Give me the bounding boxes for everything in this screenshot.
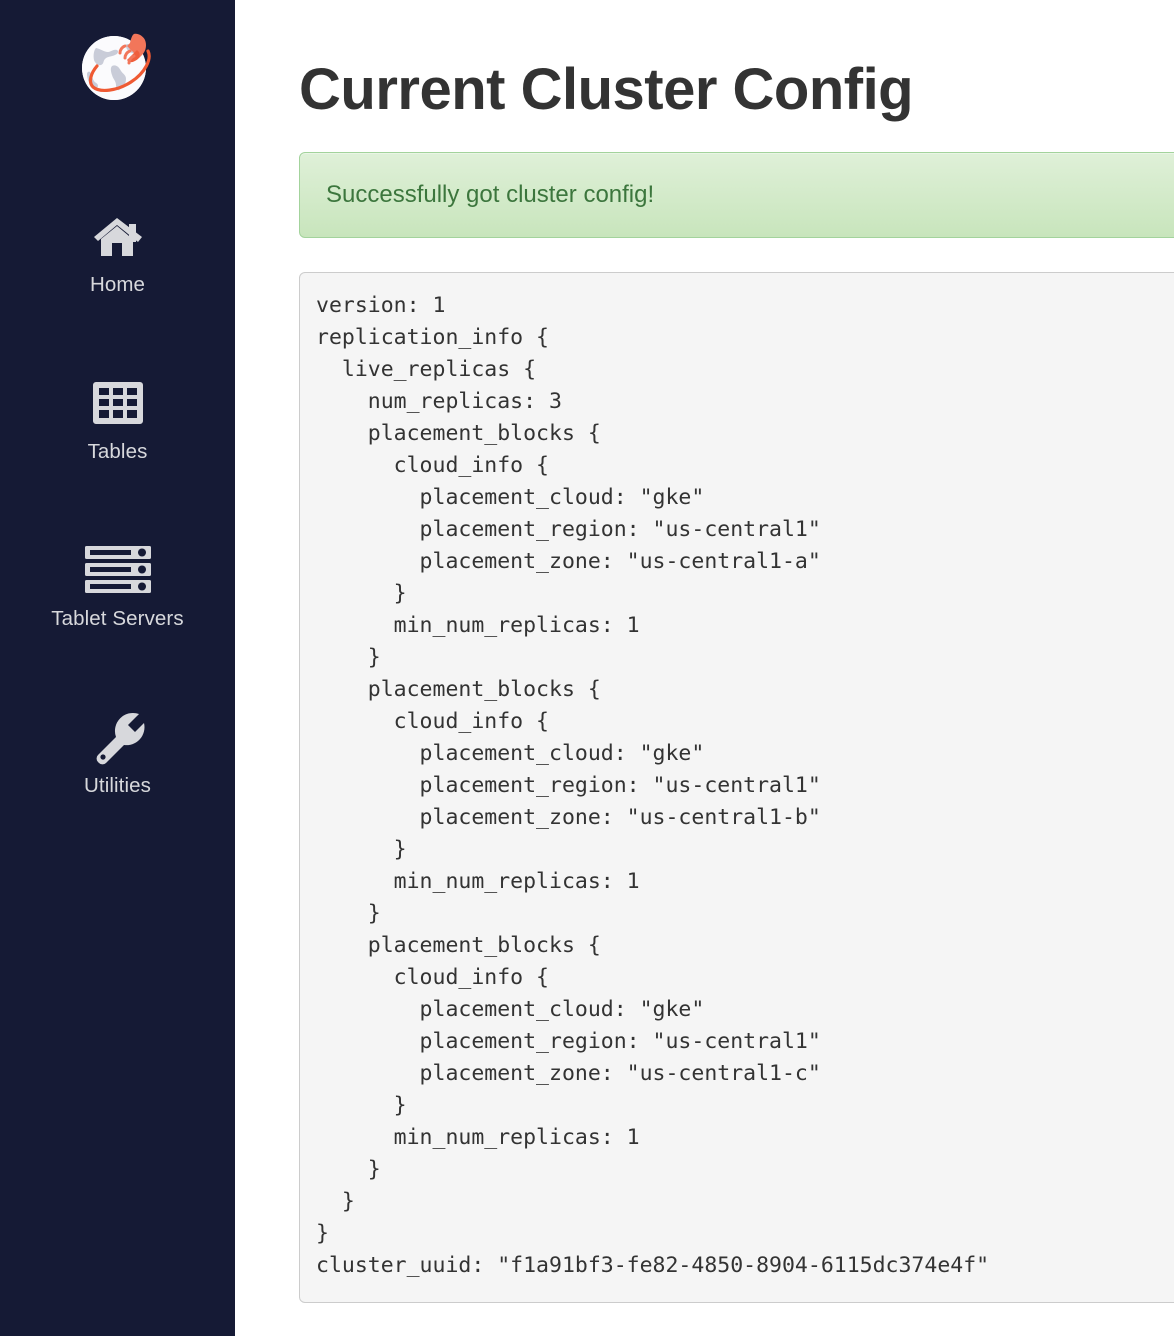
sidebar-item-home[interactable]: Home [0,208,235,297]
sidebar: Home Tables [0,0,235,1336]
page-title: Current Cluster Config [299,57,914,122]
success-alert-message: Successfully got cluster config! [326,181,655,208]
cluster-config-text: version: 1 replication_info { live_repli… [316,293,990,1278]
sidebar-item-tables[interactable]: Tables [0,375,235,464]
yugabyte-rocket-globe-logo-icon [81,33,151,100]
cluster-config-panel[interactable]: version: 1 replication_info { live_repli… [299,272,1174,1303]
sidebar-item-label: Tables [87,440,148,463]
server-rack-icon [83,542,153,598]
sidebar-item-label: Utilities [84,774,151,797]
sidebar-item-label: Home [89,273,146,296]
wrench-icon [88,709,148,765]
sidebar-item-tablet-servers[interactable]: Tablet Servers [0,542,235,631]
sidebar-item-label: Tablet Servers [51,607,184,630]
app-logo[interactable] [68,24,168,116]
success-alert: Successfully got cluster config! [299,152,1174,238]
sidebar-item-utilities[interactable]: Utilities [0,709,235,798]
home-icon [90,208,146,264]
main-content: Current Cluster Config Successfully got … [235,0,1174,1336]
table-grid-icon [92,375,144,431]
